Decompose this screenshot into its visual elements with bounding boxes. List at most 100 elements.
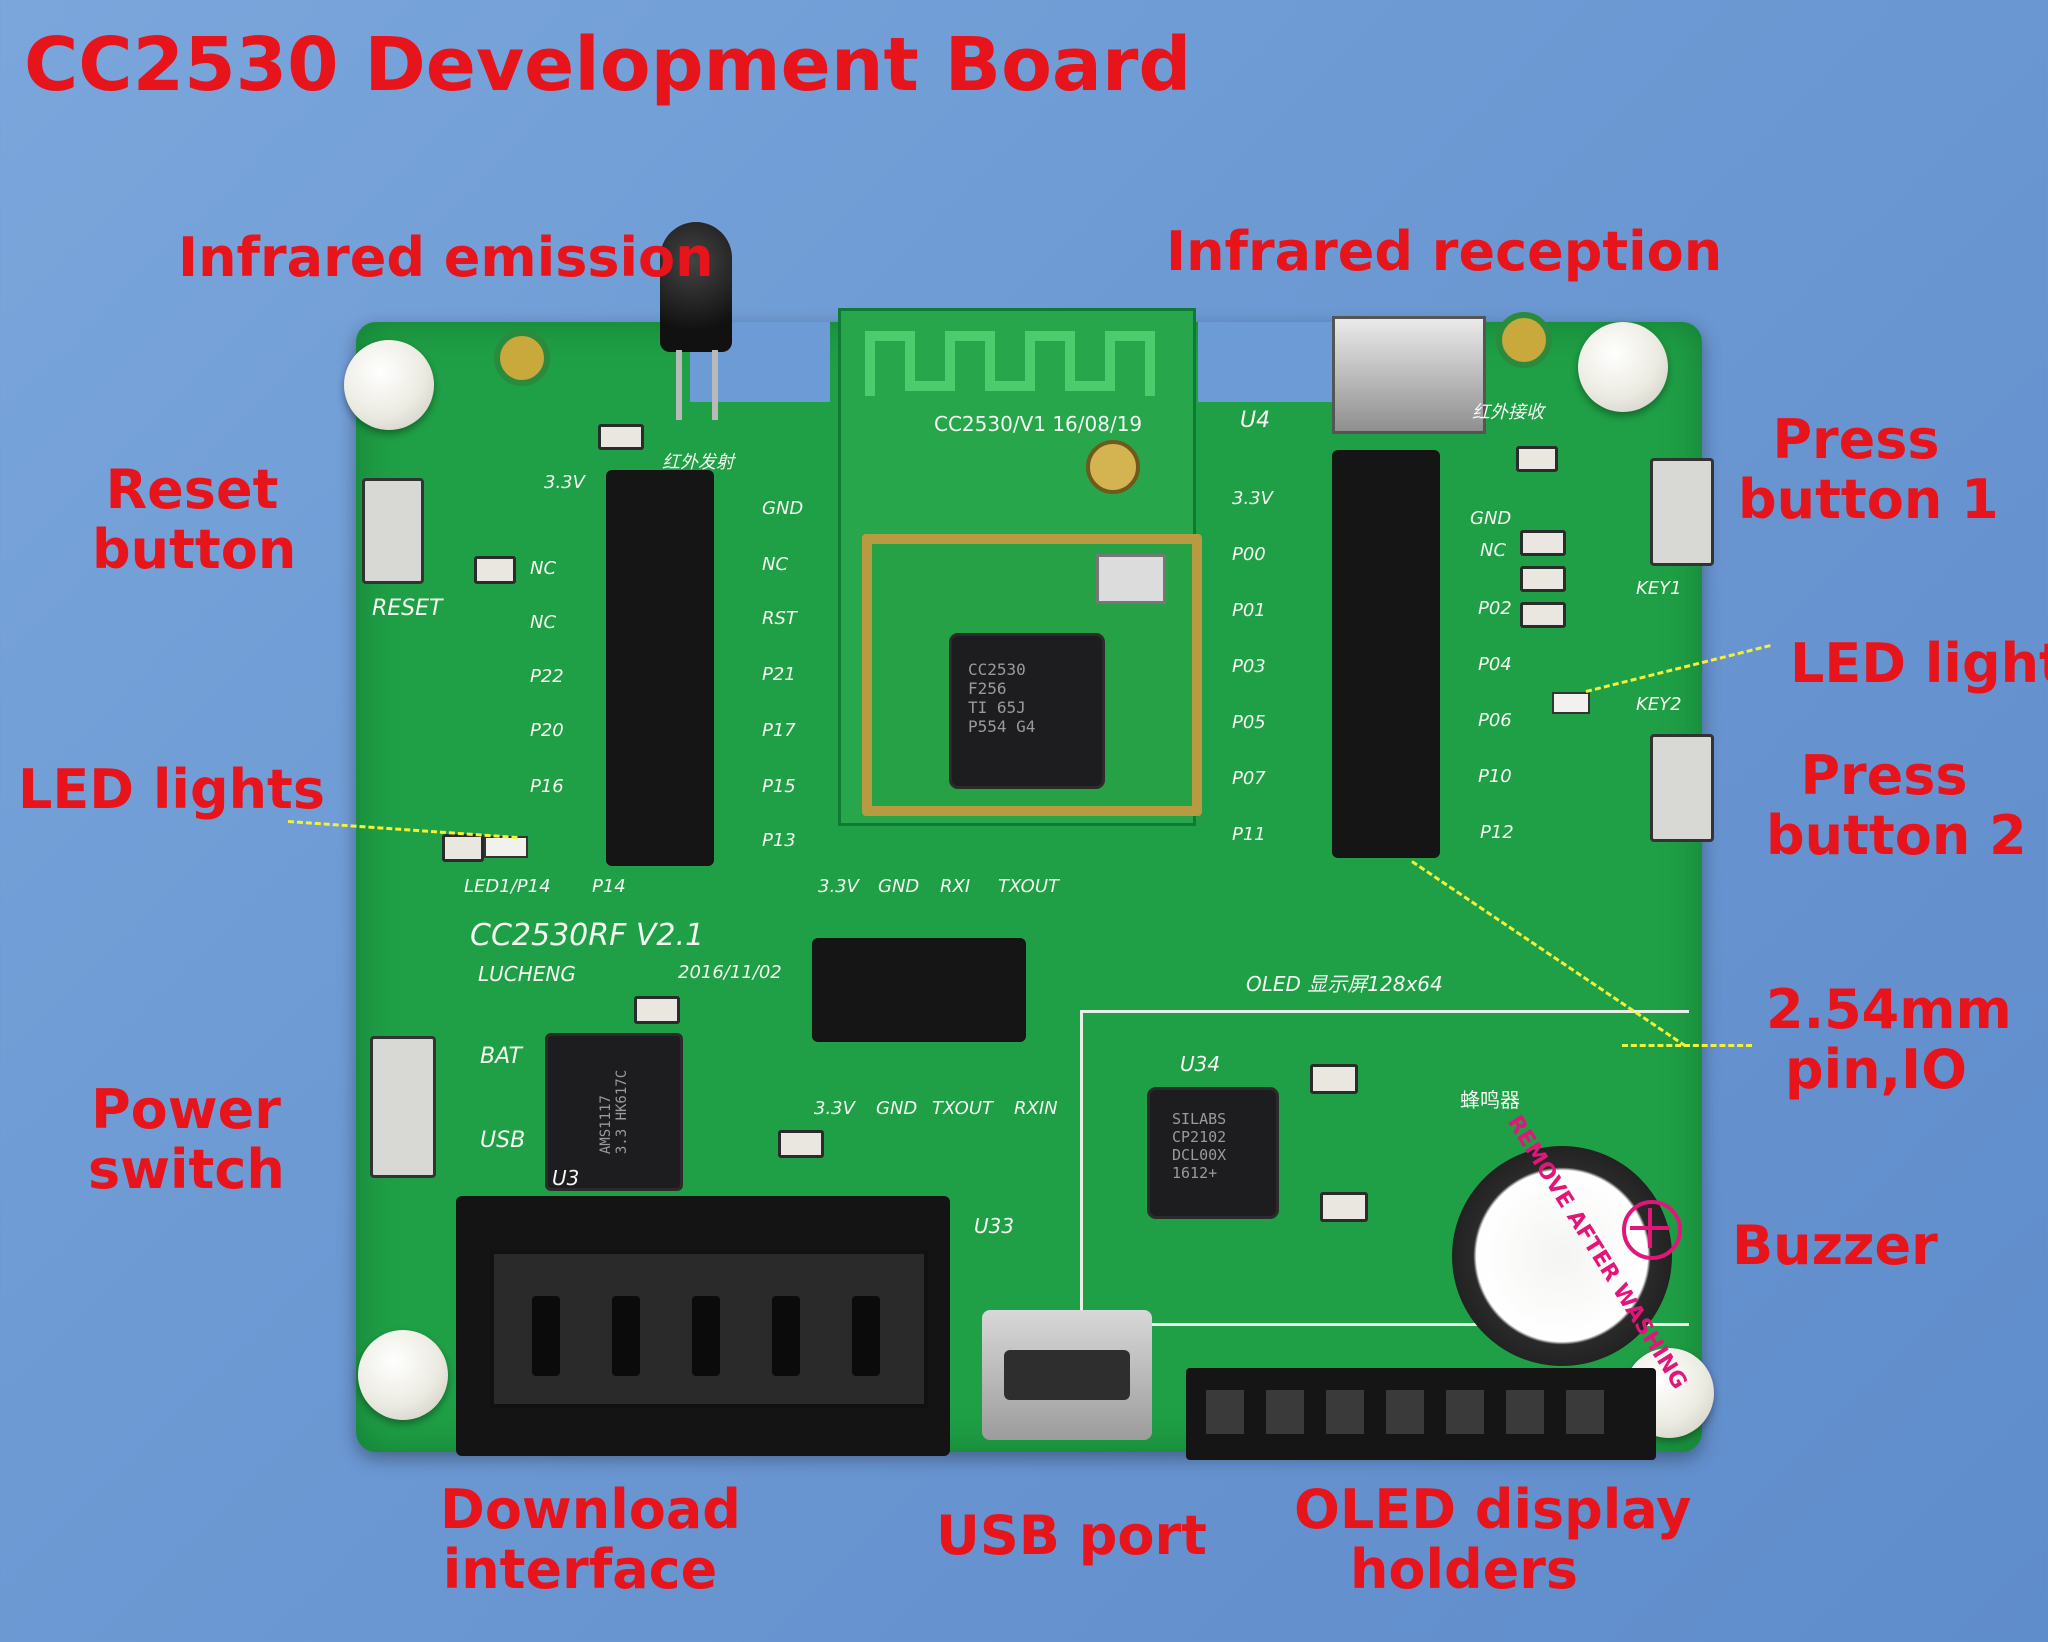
label-power-switch-line: Power: [91, 1078, 281, 1141]
oled-holder-slot: [1566, 1390, 1604, 1434]
smd-resistor: [1520, 530, 1566, 556]
label-led-lights-right: LED lights: [1790, 632, 2048, 695]
ams1117-regulator: [548, 1036, 680, 1188]
label-led-lights-left: LED lights: [18, 758, 325, 821]
silk-right-header-pin-right: P06: [1478, 710, 1512, 731]
silk-buzzer-cn: 蜂鸣器: [1460, 1088, 1520, 1112]
silk-serial-bottom: 3.3V: [814, 1098, 855, 1119]
buzzer-plus-icon: [1622, 1200, 1682, 1260]
silk-serial-top: 3.3V: [818, 876, 859, 897]
download-pin: [532, 1296, 560, 1376]
silk-serial-top: TXOUT: [998, 876, 1060, 897]
silk-right-header-pin: P07: [1232, 768, 1266, 789]
silk-key1: KEY1: [1636, 578, 1682, 599]
silk-serial-top: GND: [878, 876, 920, 897]
ams1117-marking: AMS1117 3.3 HK617C: [598, 1069, 631, 1155]
silk-ir-rx: 红外接收: [1472, 402, 1544, 423]
label-infrared-emission: Infrared emission: [178, 226, 714, 289]
download-pin: [612, 1296, 640, 1376]
label-pin-io: 2.54mm pin,IO: [1766, 979, 2012, 1102]
oled-holder-slot: [1506, 1390, 1544, 1434]
infrared-receiver: [1332, 316, 1486, 434]
smd-resistor: [598, 424, 644, 450]
cc2530-chip-marking: CC2530 F256 TI 65J P554 G4: [968, 660, 1036, 736]
silk-right-header-pin-right: GND: [1470, 508, 1512, 529]
smd-resistor: [474, 556, 516, 584]
silk-date: 2016/11/02: [678, 962, 782, 983]
silk-left-header-pin-right: RST: [762, 608, 797, 629]
smd-resistor: [442, 834, 484, 862]
ir-tx-leg: [676, 350, 682, 420]
mounting-hole-left: [494, 330, 550, 386]
silk-usb: USB: [480, 1128, 526, 1153]
silk-serial-bottom: TXOUT: [932, 1098, 994, 1119]
smd-resistor: [1520, 602, 1566, 628]
silk-right-header-pin-right: P02: [1478, 598, 1512, 619]
silk-left-header-pin: NC: [530, 612, 557, 633]
silk-bat: BAT: [480, 1044, 522, 1069]
silk-serial-bottom: GND: [876, 1098, 918, 1119]
led-light-right: [1552, 692, 1590, 714]
label-reset-button-line: Reset: [105, 458, 279, 521]
label-press-button-1: Press button 1: [1738, 408, 1999, 531]
label-infrared-reception: Infrared reception: [1166, 220, 1723, 283]
silk-reset: RESET: [372, 596, 443, 621]
pcb-notch-right: [1198, 322, 1338, 402]
silk-serial-top: RXI: [940, 876, 971, 897]
silk-right-header-pin: P11: [1232, 824, 1266, 845]
label-press-button-2-line: Press: [1800, 744, 1968, 807]
silk-left-header-pin: P14: [592, 876, 626, 897]
silk-left-header-pin-right: P13: [762, 830, 796, 851]
crystal-32mhz: [1096, 554, 1166, 604]
silk-left-header-pin-right: GND: [762, 498, 804, 519]
silk-oled-label: OLED 显示屏128x64: [1246, 972, 1443, 996]
led-light-left: [484, 836, 528, 858]
antenna-connector: [1086, 440, 1140, 494]
download-pin: [852, 1296, 880, 1376]
label-buzzer: Buzzer: [1732, 1214, 1938, 1277]
label-reset-button-line: button: [92, 518, 297, 582]
standoff-top-left: [344, 340, 434, 430]
label-press-button-2-line: button 2: [1766, 804, 2027, 868]
cp2102-chip: [1150, 1090, 1276, 1216]
silk-left-header-pin: P20: [530, 720, 564, 741]
label-pin-io-line: pin,IO: [1784, 1038, 1968, 1102]
power-switch[interactable]: [370, 1036, 436, 1178]
label-press-button-1-line: Press: [1772, 408, 1940, 471]
press-button-2[interactable]: [1650, 734, 1714, 842]
left-pin-header: [606, 470, 714, 866]
oled-display-holder[interactable]: [1186, 1368, 1656, 1460]
silk-left-header-pin: P16: [530, 776, 564, 797]
download-pin: [772, 1296, 800, 1376]
silk-right-header-pin-right: P04: [1478, 654, 1512, 675]
oled-holder-slot: [1206, 1390, 1244, 1434]
smd-resistor: [1320, 1192, 1368, 1222]
ir-tx-leg: [712, 350, 718, 420]
smd-capacitor: [1516, 446, 1558, 472]
label-oled-holders: OLED display holders: [1294, 1479, 1691, 1602]
pcb-antenna-trace: [865, 331, 1155, 396]
press-button-1[interactable]: [1650, 458, 1714, 566]
silk-key2: KEY2: [1636, 694, 1682, 715]
silk-right-header-pin: P05: [1232, 712, 1266, 733]
pointer-pin-io-2: [1622, 1044, 1752, 1047]
label-oled-holders-line: holders: [1349, 1538, 1579, 1602]
silk-right-header-pin: 3.3V: [1232, 488, 1273, 509]
silk-right-header-pin-right: P10: [1478, 766, 1512, 787]
cc2530-chip: [952, 636, 1102, 786]
page-title: CC2530 Development Board: [24, 22, 1192, 108]
silk-left-header-pin: NC: [530, 558, 557, 579]
standoff-top-right: [1578, 322, 1668, 412]
silk-right-header-pin-right: P12: [1480, 822, 1514, 843]
label-power-switch: Power switch: [88, 1078, 285, 1201]
oled-holder-slot: [1386, 1390, 1424, 1434]
silk-board-name: CC2530RF V2.1: [470, 918, 705, 953]
silk-u34: U34: [1180, 1052, 1221, 1076]
silk-led1: LED1/P14: [464, 876, 551, 897]
reset-button[interactable]: [362, 478, 424, 584]
silk-right-header-pin: P01: [1232, 600, 1266, 621]
label-reset-button: Reset button: [92, 458, 297, 582]
label-download-interface-line: interface: [442, 1538, 718, 1602]
serial-pin-header: [812, 938, 1026, 1042]
silk-right-header-pin: P03: [1232, 656, 1266, 677]
